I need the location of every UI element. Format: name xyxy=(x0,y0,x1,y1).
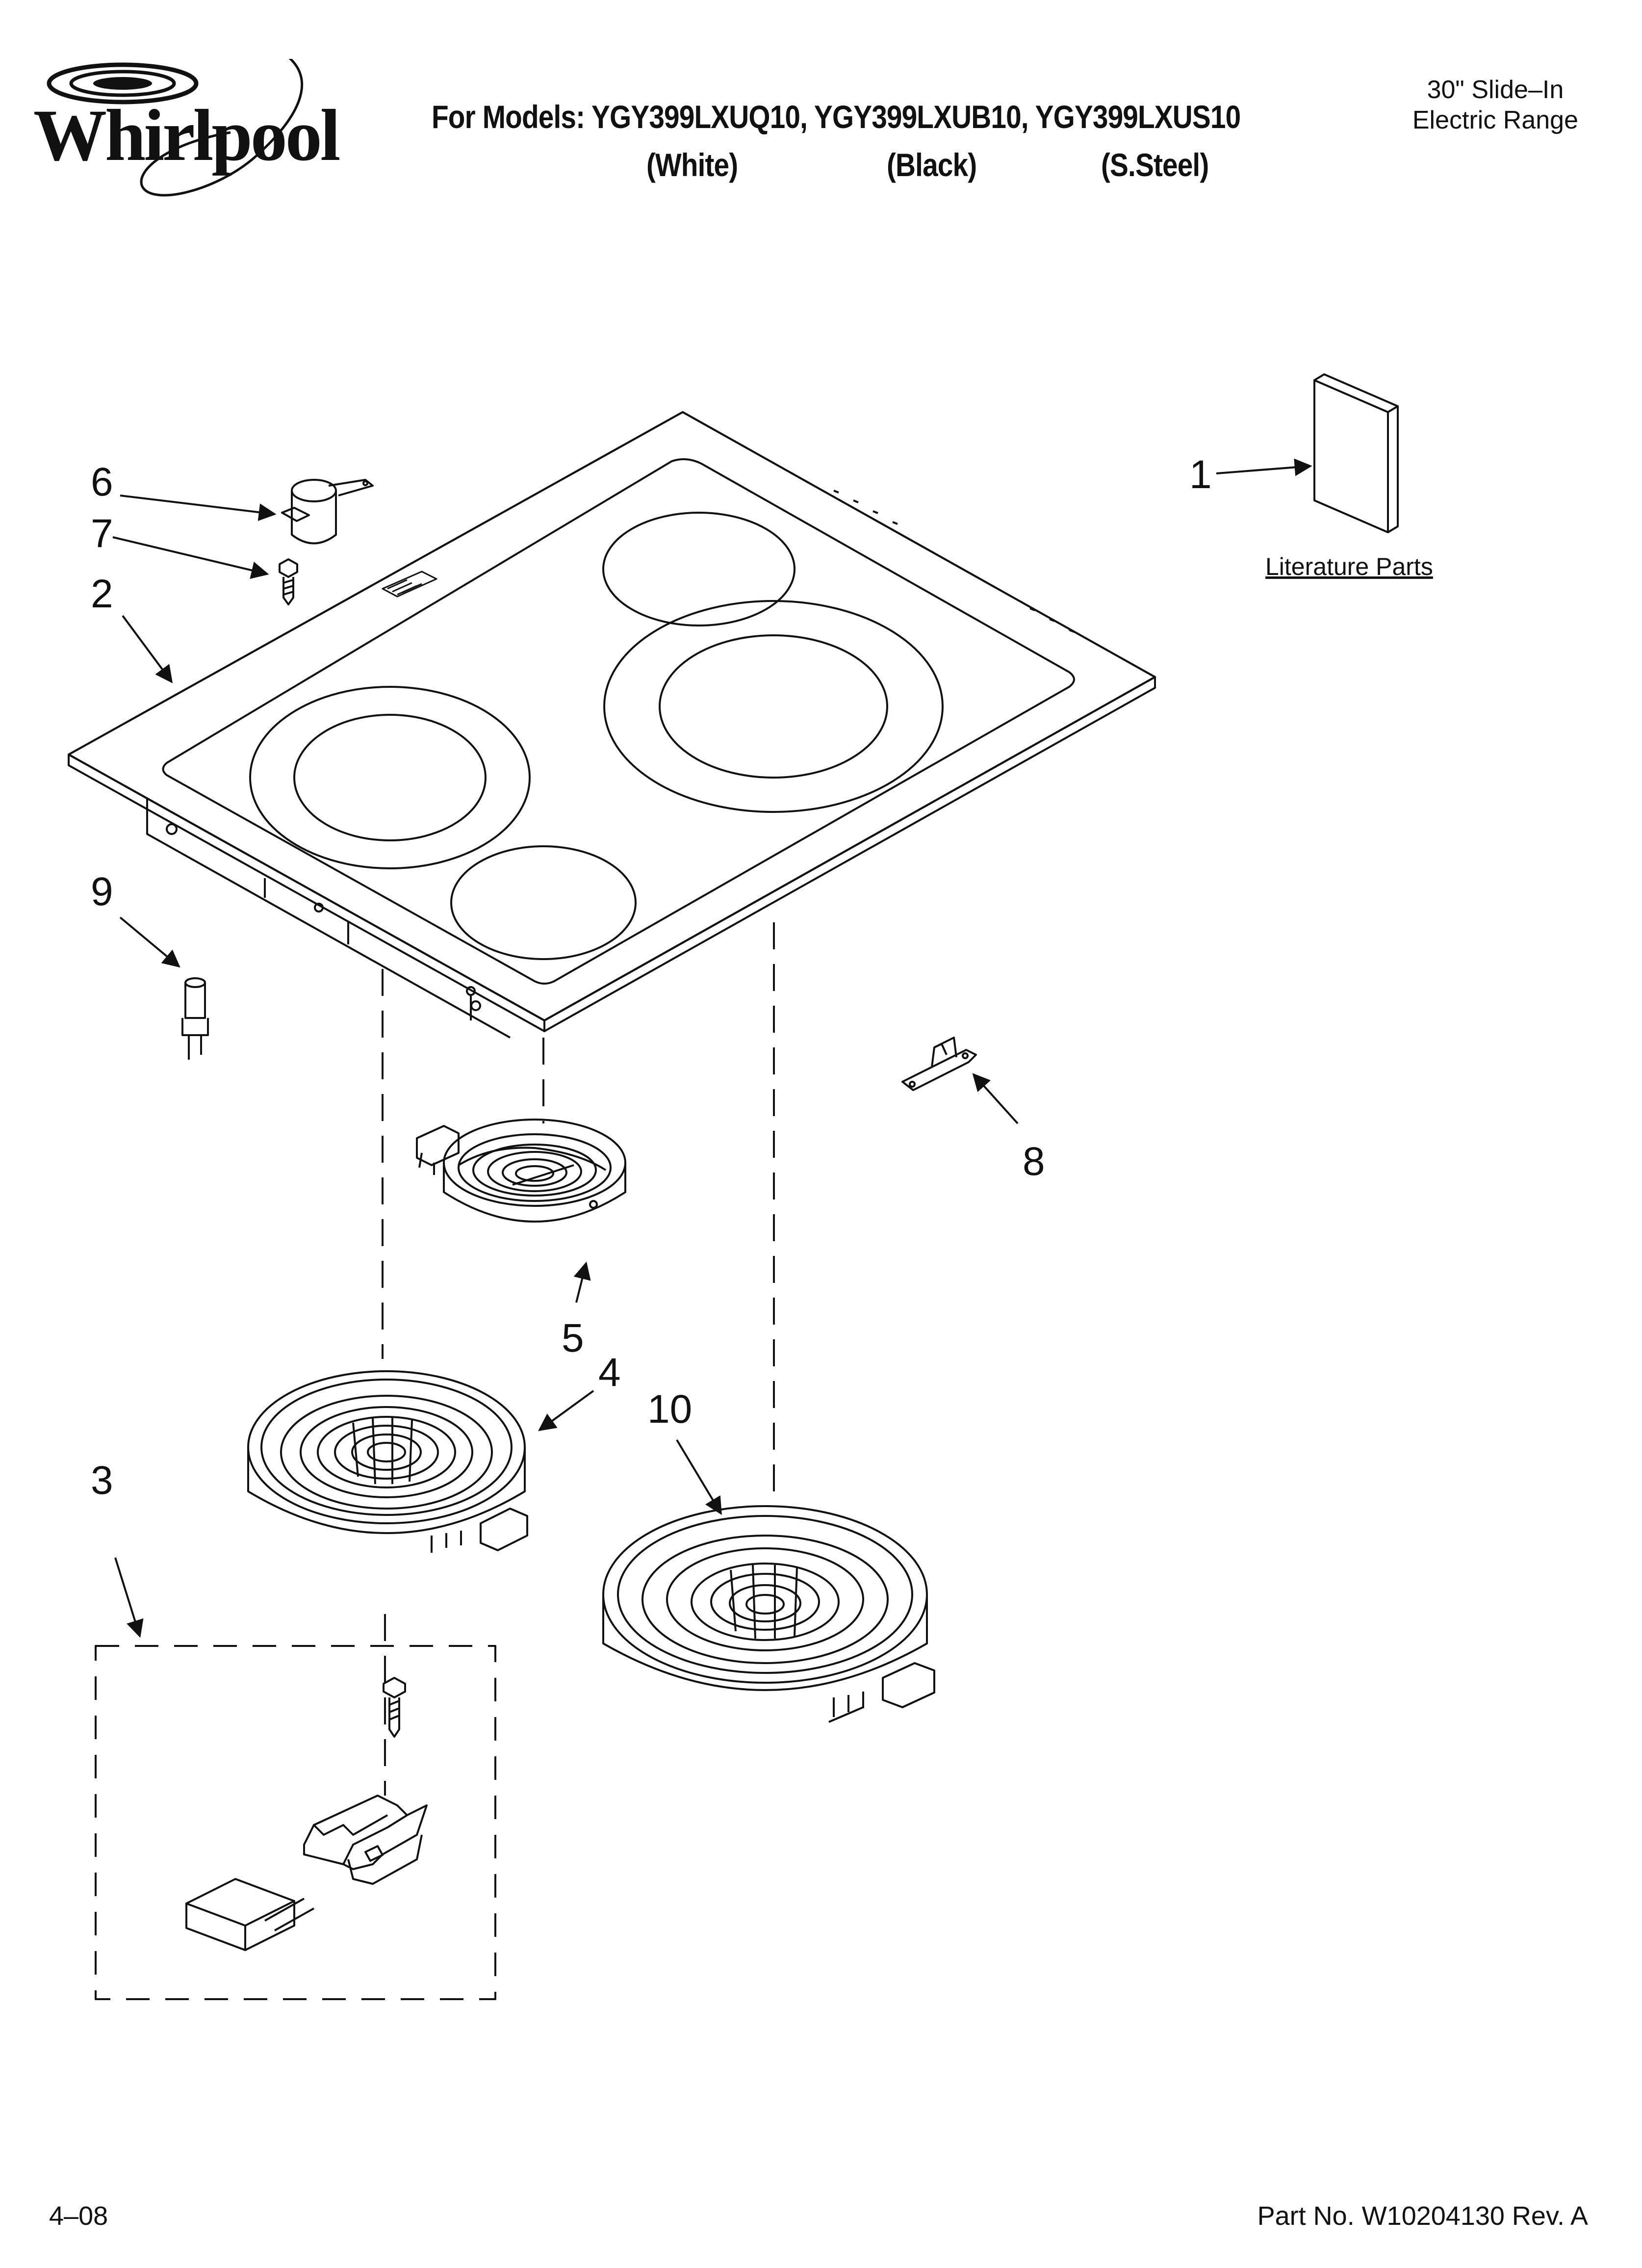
whirlpool-swirl-logo-icon xyxy=(47,52,304,197)
callout-6: 6 xyxy=(91,460,113,504)
literature-parts-icon xyxy=(1313,373,1399,533)
terminal-block-icon xyxy=(185,1677,428,1951)
callout-5: 5 xyxy=(562,1316,584,1360)
callout-9: 9 xyxy=(91,869,113,914)
large-element-icon xyxy=(602,1505,935,1723)
indicator-light-icon xyxy=(181,977,209,1060)
callout-7: 7 xyxy=(91,511,113,556)
models-title: For Models: YGY399LXUQ10, YGY399LXUB10, … xyxy=(432,99,1241,135)
footer-date: 4–08 xyxy=(49,2201,108,2231)
ceramic-cooktop-icon xyxy=(68,411,1156,1039)
brand-logo: Whirlpool xyxy=(25,52,340,206)
callout-2: 2 xyxy=(91,572,113,616)
variant-white: (White) xyxy=(646,147,738,183)
medium-element-icon xyxy=(247,1370,528,1553)
callout-10: 10 xyxy=(647,1387,692,1432)
product-type-name: Electric Range xyxy=(1412,106,1578,134)
literature-parts-label: Literature Parts xyxy=(1265,553,1433,580)
limit-switch-icon xyxy=(281,479,374,545)
small-element-icon xyxy=(416,1119,626,1223)
brand-name: Whirlpool xyxy=(33,95,340,176)
kit-box xyxy=(95,1645,496,2000)
product-type-size: 30" Slide–In xyxy=(1427,76,1564,104)
variant-black: (Black) xyxy=(887,147,977,183)
callout-1: 1 xyxy=(1189,452,1212,497)
callout-4: 4 xyxy=(598,1350,621,1395)
bracket-icon xyxy=(901,1037,977,1091)
callout-3: 3 xyxy=(91,1458,113,1503)
variant-steel: (S.Steel) xyxy=(1101,147,1209,183)
callout-8: 8 xyxy=(1023,1139,1045,1184)
screw-icon xyxy=(279,558,298,605)
product-type: 30" Slide–In Electric Range xyxy=(1412,75,1578,135)
footer-part-number: Part No. W10204130 Rev. A xyxy=(1257,2201,1588,2231)
